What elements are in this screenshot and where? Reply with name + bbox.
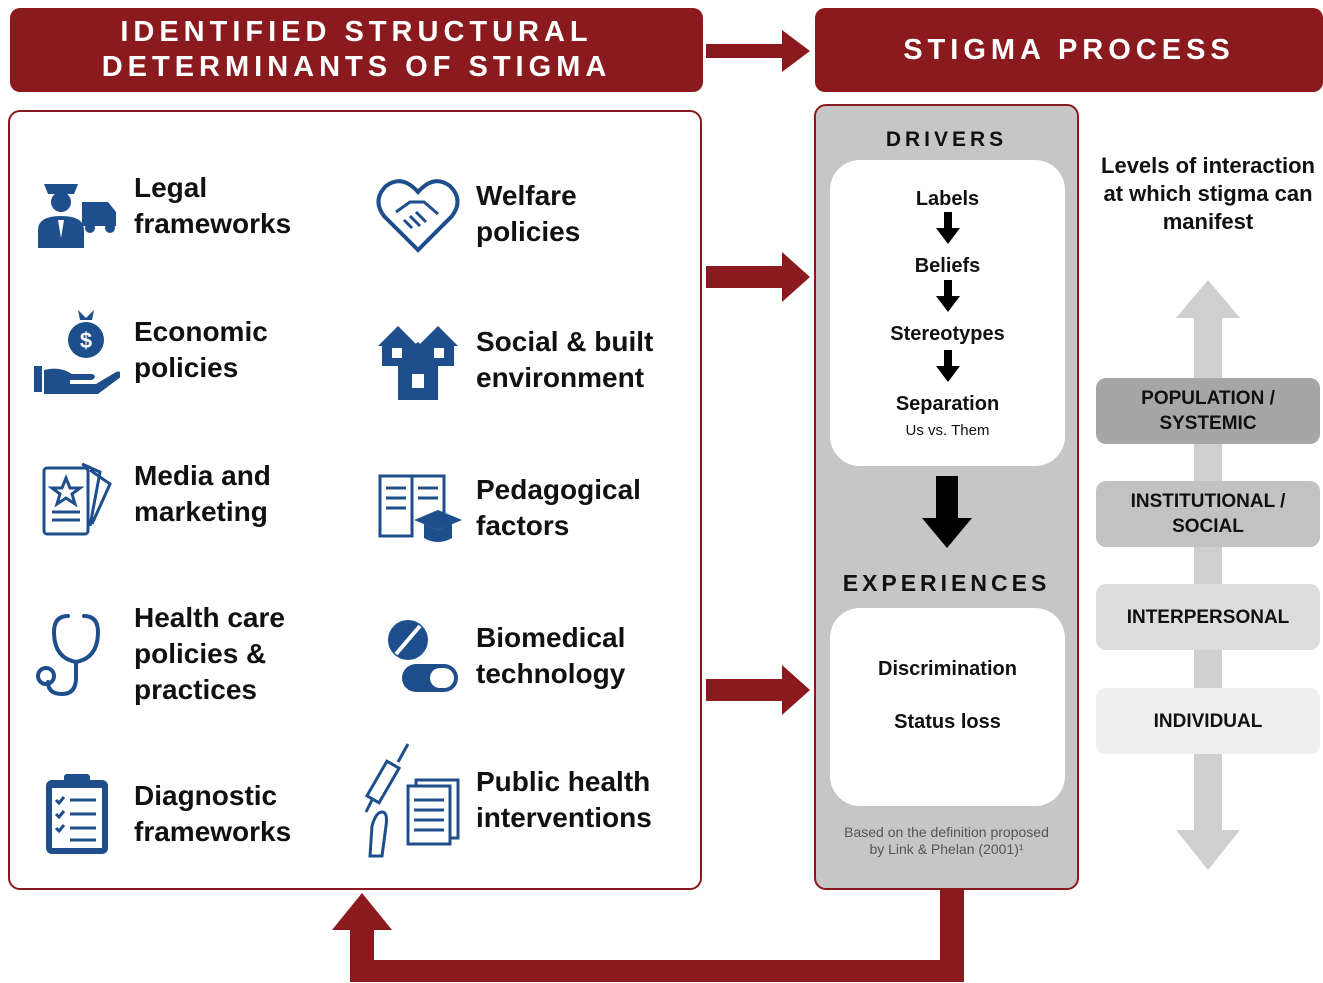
determinants-banner: IDENTIFIED STRUCTURAL DETERMINANTS OF ST… <box>10 8 703 92</box>
determinant-biomedical-technology: Biomedical technology <box>372 610 666 702</box>
stigma-process-panel: DRIVERS Labels Beliefs Stereotypes Separ… <box>814 104 1079 890</box>
determinant-label: Economic policies <box>134 316 268 383</box>
determinant-label: Pedagogical factors <box>476 474 641 541</box>
money-bag-hand-icon: $ <box>30 304 122 396</box>
determinant-pedagogical-factors: Pedagogical factors <box>372 462 666 554</box>
media-cards-icon <box>30 448 122 540</box>
clipboard-checklist-icon <box>30 768 122 860</box>
drivers-box: Labels Beliefs Stereotypes Separation Us… <box>830 160 1065 466</box>
heart-handshake-icon <box>372 168 464 260</box>
experience-discrimination: Discrimination <box>878 658 1017 680</box>
experience-status-loss: Status loss <box>894 711 1001 733</box>
level-label: POPULATION / SYSTEMIC <box>1141 388 1275 434</box>
experiences-arrow <box>706 665 810 715</box>
determinant-label: Public health interventions <box>476 766 652 833</box>
level-individual: INDIVIDUAL <box>1096 688 1320 754</box>
determinants-panel <box>8 110 702 890</box>
drivers-title: DRIVERS <box>885 128 1008 151</box>
experiences-title: EXPERIENCES <box>842 570 1051 596</box>
pills-icon <box>372 610 464 702</box>
drivers-arrow <box>706 252 810 302</box>
determinant-label: Diagnostic frameworks <box>134 780 292 847</box>
driver-separation-subtitle: Us vs. Them <box>905 422 990 439</box>
stigma-process-banner: STIGMA PROCESS <box>815 8 1323 92</box>
level-label: INDIVIDUAL <box>1153 710 1263 732</box>
level-interpersonal: INTERPERSONAL <box>1096 584 1320 650</box>
determinant-label: Health care policies & practices <box>134 602 285 705</box>
determinant-health-care: Health care policies & practices <box>30 600 324 708</box>
level-institutional-social: INSTITUTIONAL / SOCIAL <box>1096 481 1320 547</box>
banner-arrow <box>706 30 810 72</box>
definition-footnote: Based on the definition proposed by Link… <box>844 824 1049 857</box>
determinant-label: Welfare policies <box>476 180 581 247</box>
down-arrow-icon <box>936 280 960 312</box>
determinant-legal-frameworks: Legal frameworks <box>30 160 324 252</box>
book-graduation-cap-icon <box>372 462 464 554</box>
determinant-diagnostic-frameworks: Diagnostic frameworks <box>30 768 324 860</box>
determinant-economic-policies: $ Economic policies <box>30 304 324 396</box>
determinant-label: Legal frameworks <box>134 172 292 239</box>
level-population-systemic: POPULATION / SYSTEMIC <box>1096 378 1320 444</box>
drivers-to-experiences-arrow <box>922 476 972 548</box>
syringe-condom-leaflet-icon <box>358 740 464 860</box>
down-arrow-icon <box>936 212 960 244</box>
level-label: INTERPERSONAL <box>1126 606 1290 628</box>
stigma-process-title: STIGMA PROCESS <box>903 33 1235 66</box>
determinants-title: IDENTIFIED STRUCTURAL DETERMINANTS OF ST… <box>101 16 612 83</box>
police-officer-car-icon <box>30 160 122 252</box>
svg-text:$: $ <box>80 328 92 353</box>
determinant-public-health-interventions: Public health interventions <box>358 740 666 860</box>
down-arrow-icon <box>936 350 960 382</box>
determinant-social-built-environment: Social & built environment <box>372 314 666 406</box>
driver-down-arrows <box>936 212 960 382</box>
driver-beliefs: Beliefs <box>914 255 981 277</box>
driver-labels: Labels <box>915 188 980 210</box>
determinant-label: Biomedical technology <box>476 622 626 689</box>
level-label: INSTITUTIONAL / SOCIAL <box>1130 491 1286 537</box>
stethoscope-icon <box>30 608 122 700</box>
determinant-media-marketing: Media and marketing <box>30 448 324 540</box>
feedback-loop-arrow <box>332 890 964 982</box>
driver-stereotypes: Stereotypes <box>890 323 1005 345</box>
levels-title: Levels of interaction at which stigma ca… <box>1101 153 1315 234</box>
houses-icon <box>372 314 464 406</box>
determinant-label: Social & built environment <box>476 326 654 393</box>
determinant-label: Media and marketing <box>134 460 271 527</box>
levels-double-arrow <box>1176 280 1240 870</box>
determinant-welfare-policies: Welfare policies <box>372 168 666 260</box>
driver-separation: Separation <box>895 393 1000 415</box>
experiences-box: Discrimination Status loss <box>830 608 1065 806</box>
